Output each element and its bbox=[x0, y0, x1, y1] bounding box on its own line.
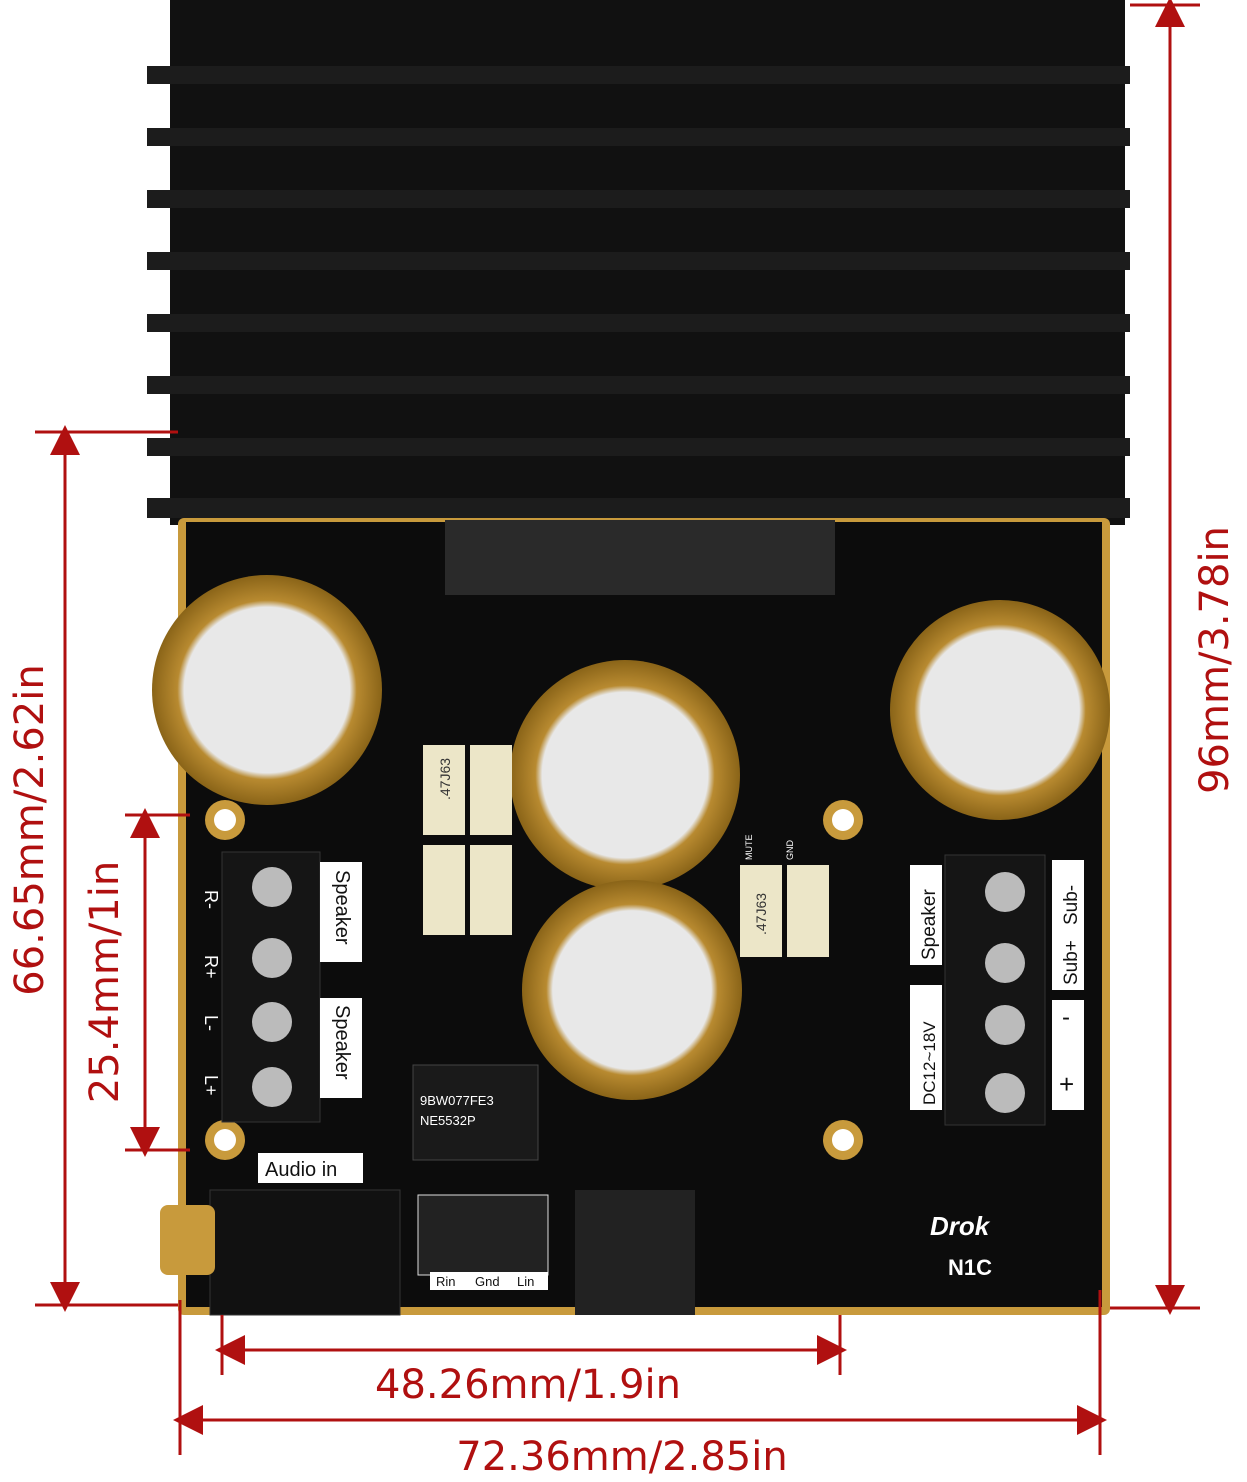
svg-text:MUTE: MUTE bbox=[744, 835, 754, 861]
audio-in-label: Audio in bbox=[265, 1159, 337, 1181]
speaker-label: Speaker bbox=[331, 870, 353, 945]
total-height-label: 96mm/3.78in bbox=[1192, 526, 1238, 794]
model-label: N1C bbox=[948, 1255, 992, 1280]
svg-text:9BW077FE3: 9BW077FE3 bbox=[420, 1093, 494, 1108]
hole-spacing-vertical-label: 25.4mm/1in bbox=[82, 861, 128, 1103]
amplifier-board: .47J63 .47J63 9BW077FE3 NE5532P R- R+ L-… bbox=[152, 518, 1110, 1316]
svg-text:L+: L+ bbox=[201, 1075, 221, 1096]
svg-text:-: - bbox=[1062, 1004, 1070, 1031]
speaker-label: Speaker bbox=[331, 1005, 353, 1080]
svg-text:Sub+: Sub+ bbox=[1061, 940, 1082, 985]
svg-text:NE5532P: NE5532P bbox=[420, 1113, 476, 1128]
ne5532p-chip bbox=[412, 1064, 539, 1161]
svg-text:Gnd: Gnd bbox=[475, 1274, 500, 1289]
svg-text:R-: R- bbox=[201, 890, 221, 909]
svg-text:Sub-: Sub- bbox=[1061, 885, 1082, 925]
total-width-label: 72.36mm/2.85in bbox=[456, 1434, 787, 1480]
audio-jack bbox=[209, 1189, 401, 1316]
hole-spacing-horizontal-label: 48.26mm/1.9in bbox=[375, 1362, 681, 1408]
capacitor bbox=[522, 880, 742, 1100]
capacitor bbox=[890, 600, 1110, 820]
svg-text:Lin: Lin bbox=[517, 1274, 534, 1289]
svg-text:Rin: Rin bbox=[436, 1274, 456, 1289]
film-cap-label: .47J63 bbox=[437, 758, 453, 800]
capacitor bbox=[510, 660, 740, 890]
svg-text:L-: L- bbox=[201, 1015, 221, 1031]
heatsink bbox=[147, 0, 1130, 525]
brand-logo: Drok bbox=[930, 1211, 991, 1241]
film-cap-label: .47J63 bbox=[753, 893, 769, 935]
input-header bbox=[417, 1194, 549, 1276]
svg-text:GND: GND bbox=[785, 840, 795, 861]
power-label: DC12~18V bbox=[920, 1021, 939, 1105]
capacitor bbox=[152, 575, 382, 805]
dimension-lines bbox=[35, 0, 1200, 1455]
svg-text:Speaker: Speaker bbox=[919, 889, 940, 960]
svg-text:+: + bbox=[1059, 1069, 1074, 1099]
board-height-label: 66.65mm/2.62in bbox=[7, 664, 53, 995]
svg-text:R+: R+ bbox=[201, 955, 221, 979]
